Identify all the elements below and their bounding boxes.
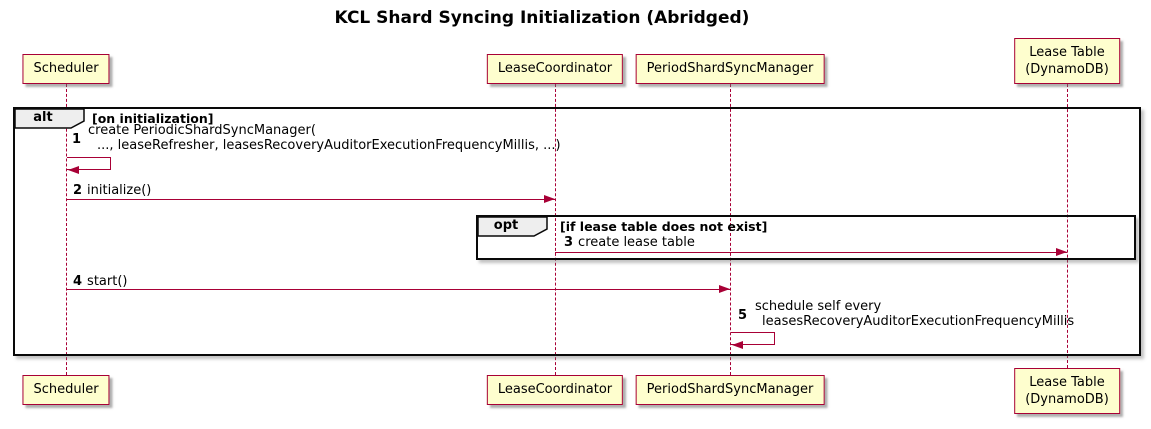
participant-scheduler-label: Scheduler: [33, 61, 99, 76]
participant-lease-table-label-line2: (DynamoDB): [1025, 392, 1109, 407]
message-4-arrow: [67, 289, 730, 290]
participant-lease-table-label-line1: Lease Table: [1029, 375, 1105, 390]
participant-lease-coordinator-bottom: LeaseCoordinator: [486, 375, 624, 405]
diagram-title: KCL Shard Syncing Initialization (Abridg…: [334, 8, 750, 28]
message-1-text-line2: ..., leaseRefresher, leasesRecoveryAudit…: [97, 138, 561, 153]
message-2-text: initialize(): [87, 183, 152, 198]
message-1-number: 1: [72, 132, 82, 147]
message-4-label: 4 start(): [73, 274, 127, 289]
participant-period-shard-sync-manager-label: PeriodShardSyncManager: [646, 61, 814, 76]
lifeline-scheduler: [66, 84, 67, 375]
lifeline-period-shard-sync-manager: [730, 84, 731, 375]
message-3-label: 3 create lease table: [564, 235, 695, 250]
participant-period-shard-sync-manager-bottom: PeriodShardSyncManager: [635, 375, 825, 405]
message-3-arrow: [555, 252, 1067, 253]
participant-period-shard-sync-manager-top: PeriodShardSyncManager: [635, 54, 825, 84]
participant-lease-coordinator-top: LeaseCoordinator: [486, 54, 624, 84]
message-3-arrowhead-right-icon: [1056, 248, 1067, 256]
participant-lease-table-bottom: Lease Table (DynamoDB): [1014, 368, 1120, 414]
participant-lease-table-label-line2: (DynamoDB): [1025, 62, 1109, 77]
message-5-arrowhead-left-icon: [732, 341, 743, 349]
opt-frame-pentagon: [478, 217, 548, 237]
message-5-text-line2: leasesRecoveryAuditorExecutionFrequencyM…: [762, 314, 1075, 329]
message-2-arrow: [67, 199, 555, 200]
alt-frame-pentagon: [15, 109, 85, 129]
participant-lease-table-label-line1: Lease Table: [1029, 45, 1105, 60]
participant-lease-coordinator-label: LeaseCoordinator: [497, 382, 613, 397]
opt-operator: opt: [493, 218, 519, 233]
message-2-arrowhead-right-icon: [544, 195, 555, 203]
message-1-self-arrow: [67, 157, 111, 170]
lifeline-lease-table: [1067, 84, 1068, 368]
participant-scheduler-top: Scheduler: [22, 54, 110, 84]
message-5-self-arrow: [731, 332, 775, 345]
message-4-text: start(): [87, 274, 128, 289]
participant-scheduler-bottom: Scheduler: [22, 375, 110, 405]
alt-frame-label: alt: [15, 109, 85, 129]
participant-lease-table-top: Lease Table (DynamoDB): [1014, 38, 1120, 84]
message-5-text-line1: schedule self every: [755, 299, 882, 314]
participant-lease-coordinator-label: LeaseCoordinator: [497, 61, 613, 76]
message-4-arrowhead-right-icon: [719, 285, 730, 293]
opt-condition: [if lease table does not exist]: [560, 219, 768, 234]
opt-frame-label: opt: [478, 217, 548, 237]
alt-frame: [13, 107, 1141, 356]
message-1-text-line1: create PeriodicShardSyncManager(: [88, 123, 316, 138]
message-4-number: 4: [73, 274, 83, 289]
participant-scheduler-label: Scheduler: [33, 382, 99, 397]
opt-frame: [476, 215, 1136, 260]
message-5-number: 5: [738, 308, 748, 323]
lifeline-lease-coordinator: [555, 84, 556, 375]
message-3-text: create lease table: [578, 235, 695, 250]
alt-condition: [on initialization]: [92, 111, 214, 126]
participant-period-shard-sync-manager-label: PeriodShardSyncManager: [646, 382, 814, 397]
message-2-label: 2 initialize(): [73, 183, 151, 198]
message-1-arrowhead-left-icon: [68, 166, 79, 174]
message-3-number: 3: [564, 235, 574, 250]
message-2-number: 2: [73, 183, 83, 198]
alt-operator: alt: [33, 110, 53, 125]
